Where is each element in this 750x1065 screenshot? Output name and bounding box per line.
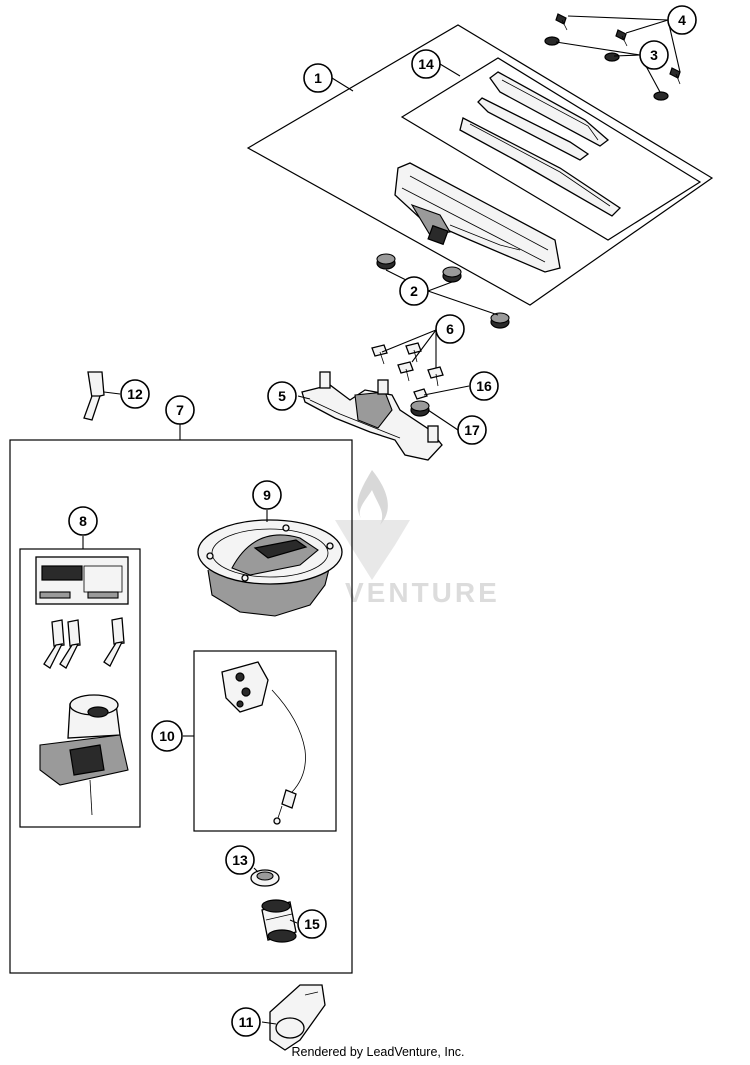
callout-16-label: 16 (476, 378, 492, 394)
callout-1: 1 (303, 63, 333, 93)
callout-3-label: 3 (650, 47, 658, 63)
grommets-2 (376, 253, 510, 329)
key-12 (83, 371, 105, 421)
footer-credit: Rendered by LeadVenture, Inc. (0, 1045, 750, 1059)
callout-1-label: 1 (314, 70, 322, 86)
lock-set-7-box (9, 439, 353, 974)
callout-12: 12 (120, 379, 150, 409)
callout-10-label: 10 (159, 728, 175, 744)
callout-8: 8 (68, 506, 98, 536)
fuel-cap-9 (197, 519, 343, 617)
callout-17: 17 (457, 415, 487, 445)
kit-14-outline (400, 57, 702, 241)
callout-4-label: 4 (678, 12, 686, 28)
grommet-17 (410, 400, 430, 417)
callout-2-label: 2 (410, 283, 418, 299)
callout-11: 11 (231, 1007, 261, 1037)
grommet-16 (413, 388, 428, 400)
key-label-card (35, 556, 129, 605)
callout-7-label: 7 (176, 402, 184, 418)
nut-13 (250, 869, 280, 887)
callout-5-label: 5 (278, 388, 286, 404)
mounting-bracket-5 (301, 371, 443, 461)
screws-6 (371, 342, 444, 387)
callout-10: 10 (151, 720, 183, 752)
cable-10-box (193, 650, 337, 832)
callout-4: 4 (667, 5, 697, 35)
display-frame-14 (459, 71, 622, 217)
callout-15: 15 (297, 909, 327, 939)
callout-3: 3 (639, 40, 669, 70)
release-cable-10 (221, 661, 306, 825)
ignition-lock (39, 694, 129, 816)
callout-9: 9 (252, 480, 282, 510)
footer-text: Rendered by LeadVenture, Inc. (291, 1045, 465, 1059)
watermark-text: VENTURE (345, 577, 500, 608)
callout-9-label: 9 (263, 487, 271, 503)
callout-14-label: 14 (418, 56, 434, 72)
watermark-logo: VENTURE (335, 470, 500, 608)
callout-15-label: 15 (304, 916, 320, 932)
cover-11 (269, 984, 326, 1051)
callout-16: 16 (469, 371, 499, 401)
callout-5: 5 (267, 381, 297, 411)
dashboard-display-unit (394, 162, 561, 273)
callout-13-label: 13 (232, 852, 248, 868)
callout-14: 14 (411, 49, 441, 79)
callout-11-label: 11 (239, 1014, 254, 1030)
callout-2: 2 (399, 276, 429, 306)
callout-6: 6 (435, 314, 465, 344)
screws-4 (555, 13, 681, 85)
lock-set-8-box (19, 548, 141, 828)
keys-8 (43, 617, 125, 669)
leader-lines (82, 15, 681, 1025)
callout-8-label: 8 (79, 513, 87, 529)
lock-cylinder-15 (261, 899, 297, 943)
callout-13: 13 (225, 845, 255, 875)
callout-7: 7 (165, 395, 195, 425)
kit-1-outline (246, 24, 714, 306)
callout-12-label: 12 (127, 386, 143, 402)
callout-17-label: 17 (464, 422, 480, 438)
washers-3 (544, 36, 669, 101)
callout-6-label: 6 (446, 321, 454, 337)
